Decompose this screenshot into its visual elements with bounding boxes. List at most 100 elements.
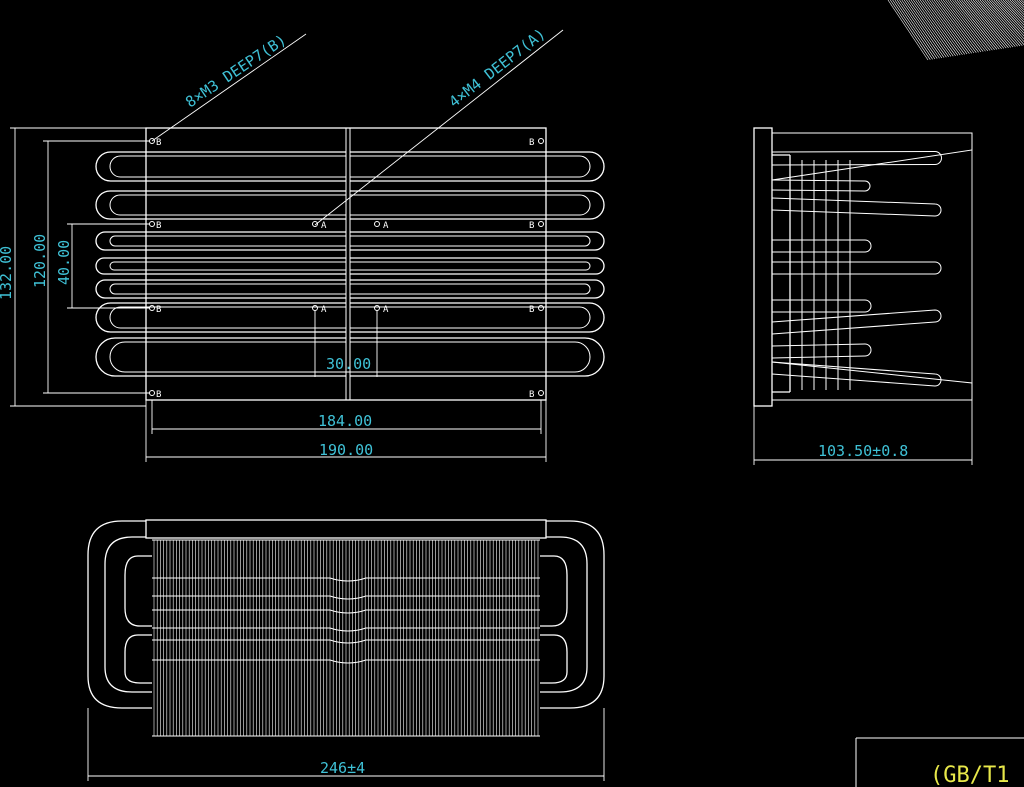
hatch-line bbox=[954, 0, 995, 51]
hole-b bbox=[538, 138, 544, 144]
vertical-dimensions: 132.00 120.00 40.00 bbox=[0, 127, 150, 407]
fin-pipe-pass bbox=[152, 639, 540, 644]
side-pipe bbox=[771, 179, 871, 192]
hatch-line bbox=[993, 0, 1024, 34]
pipe-loop-right bbox=[350, 151, 605, 182]
bottom-right-pipe-loop bbox=[540, 520, 605, 709]
pipe-loop-left bbox=[95, 151, 346, 182]
hatch-line bbox=[959, 0, 1000, 50]
pipe-loop-right-inner bbox=[350, 155, 591, 178]
dim-30-label: 30.00 bbox=[326, 355, 371, 373]
title-block-text: (GB/T1 bbox=[930, 763, 1009, 787]
hatch-line bbox=[933, 0, 975, 54]
hatch-line bbox=[1007, 0, 1024, 18]
hatch-line bbox=[1016, 0, 1024, 8]
pipe-loop-right bbox=[350, 257, 605, 275]
hole-b-label: B bbox=[529, 305, 534, 315]
hole-a-label: A bbox=[321, 305, 327, 315]
pipe-loop-left-inner bbox=[109, 341, 346, 373]
hatch-line bbox=[965, 0, 1007, 49]
hatch-line bbox=[986, 0, 1024, 43]
hatch-line bbox=[892, 0, 933, 60]
hatch-line bbox=[926, 0, 968, 55]
hatch-line bbox=[894, 0, 936, 60]
hatch-line bbox=[915, 0, 956, 56]
hole-a bbox=[374, 221, 380, 227]
pipe-loop-left-inner bbox=[109, 283, 346, 295]
hatch-line bbox=[887, 0, 929, 61]
dim-120-label: 120.00 bbox=[31, 234, 49, 288]
dim-40-label: 40.00 bbox=[55, 240, 73, 285]
hatch-line bbox=[961, 0, 1002, 49]
hatch-line bbox=[938, 0, 979, 53]
hatch-line bbox=[936, 0, 977, 53]
callout-a-leader bbox=[314, 29, 564, 226]
hatch-line bbox=[929, 0, 970, 54]
hatch-line bbox=[984, 0, 1024, 46]
hatch-line bbox=[956, 0, 998, 50]
hatch-line bbox=[979, 0, 1021, 47]
side-pipe bbox=[771, 361, 942, 387]
hatch-line bbox=[970, 0, 1012, 48]
hatch-line bbox=[940, 0, 982, 53]
pipe-loop-left bbox=[95, 257, 346, 275]
hatch-line bbox=[903, 0, 945, 58]
pipe-loop-right bbox=[350, 190, 605, 220]
pipe-loop-left bbox=[95, 302, 346, 333]
pipe-loop-left bbox=[95, 231, 346, 251]
hatch-line bbox=[931, 0, 972, 54]
hatch-line bbox=[910, 0, 952, 57]
hatch-line bbox=[998, 0, 1024, 29]
hatch-line bbox=[1005, 0, 1024, 21]
hatch-line bbox=[945, 0, 986, 52]
hatch-line bbox=[968, 0, 1009, 48]
hatch-line bbox=[919, 0, 961, 56]
bottom-view: 246±4 bbox=[87, 519, 605, 781]
hatch-line bbox=[1009, 0, 1024, 16]
side-pipe bbox=[771, 150, 942, 166]
dim-103-label: 103.50±0.8 bbox=[818, 442, 908, 460]
pipe-loop-right-inner bbox=[350, 261, 591, 271]
fin-pipe-pass bbox=[152, 627, 540, 632]
pipe-loop-right-inner bbox=[350, 341, 591, 373]
pipe-loop-left-inner bbox=[109, 261, 346, 271]
side-heat-pipes bbox=[771, 150, 942, 390]
pipe-loop-right bbox=[350, 337, 605, 377]
hatch-line bbox=[963, 0, 1005, 49]
hole-a-label: A bbox=[383, 221, 389, 231]
hatch-line bbox=[890, 0, 931, 60]
pipe-loop-right-inner bbox=[350, 194, 591, 216]
pipe-loop-right bbox=[350, 279, 605, 299]
hole-b-label: B bbox=[156, 138, 161, 148]
dim-190-label: 190.00 bbox=[319, 441, 373, 459]
hatch-line bbox=[1011, 0, 1024, 13]
hatch-line bbox=[906, 0, 947, 58]
hatch-line bbox=[924, 0, 966, 55]
hatch-line bbox=[942, 0, 984, 52]
hatch-line bbox=[975, 0, 1016, 47]
bottom-left-pipe-loop bbox=[87, 520, 152, 709]
hatch-line bbox=[901, 0, 943, 59]
hole-b bbox=[538, 221, 544, 227]
pipe-loop-right bbox=[350, 302, 605, 333]
pipe-loop-left-inner bbox=[109, 194, 346, 216]
hatch-line bbox=[1000, 0, 1024, 26]
side-pipe bbox=[772, 261, 942, 275]
pipe-loop-right-inner bbox=[350, 306, 591, 329]
hole-b-label: B bbox=[156, 390, 161, 400]
side-pipe bbox=[772, 239, 872, 253]
hatch-line bbox=[988, 0, 1024, 40]
pipe-loop-right-inner bbox=[350, 235, 591, 247]
hatch-line bbox=[977, 0, 1018, 47]
bottom-base-plate bbox=[145, 519, 547, 539]
hole-b-label: B bbox=[529, 390, 534, 400]
front-heat-pipes bbox=[95, 151, 605, 377]
hatch-line bbox=[972, 0, 1014, 48]
hatch-line bbox=[1014, 0, 1024, 11]
pipe-loop-left-inner bbox=[109, 306, 346, 329]
hatch-line bbox=[908, 0, 949, 58]
dim-184-label: 184.00 bbox=[318, 412, 372, 430]
hatch-line bbox=[947, 0, 989, 52]
hatch-line bbox=[896, 0, 938, 59]
